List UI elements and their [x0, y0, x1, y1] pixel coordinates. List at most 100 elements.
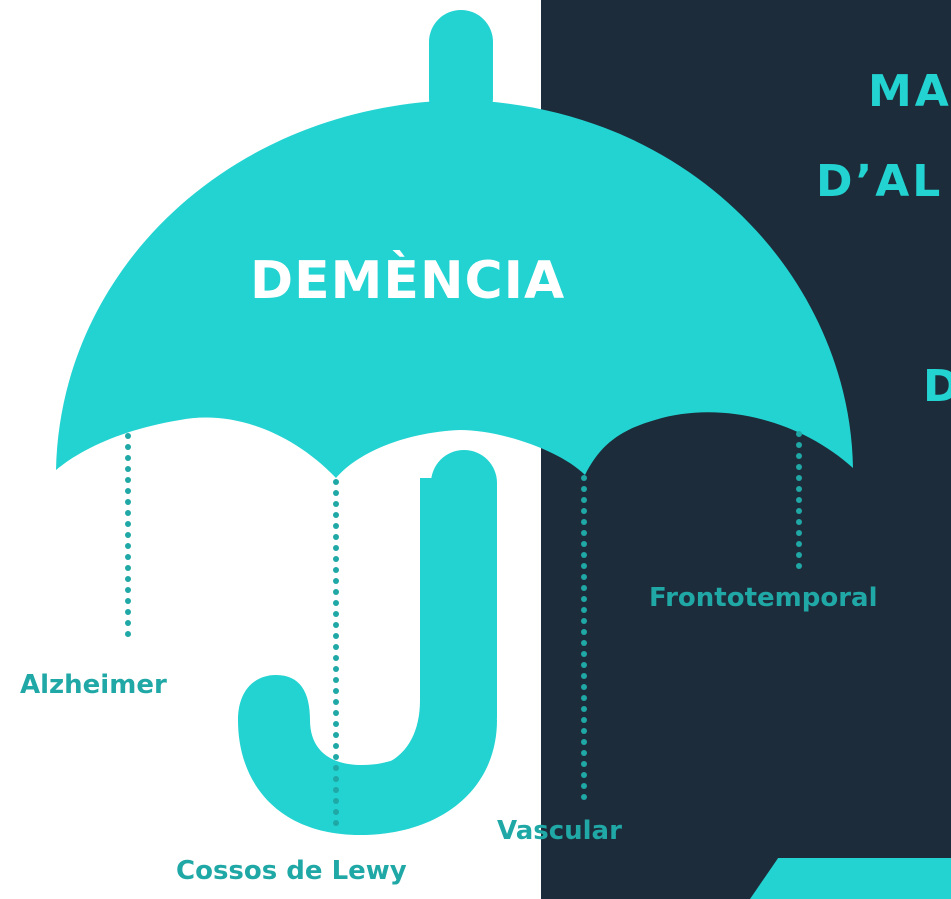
- connector-lewy-dot: [333, 644, 339, 650]
- connector-lewy-dot: [333, 688, 339, 694]
- connector-lewy-dot: [333, 633, 339, 639]
- connector-vascular-dot: [581, 596, 587, 602]
- connector-lewy-dot: [333, 655, 339, 661]
- connector-lewy-dot: [333, 798, 339, 804]
- connector-lewy-dot: [333, 501, 339, 507]
- connector-vascular-dot: [581, 640, 587, 646]
- umbrella-hook-curve: [238, 675, 497, 835]
- title-line-1: MA: [868, 66, 951, 117]
- type-label-lewy: Cossos de Lewy: [176, 856, 407, 886]
- connector-frontotemporal-dot: [796, 497, 802, 503]
- connector-lewy-dot: [333, 567, 339, 573]
- connector-lewy-dot: [333, 820, 339, 826]
- connector-vascular-dot: [581, 530, 587, 536]
- connector-alzheimer-dot: [125, 609, 131, 615]
- connector-vascular-dot: [581, 541, 587, 547]
- connector-vascular-dot: [581, 585, 587, 591]
- connector-vascular-dot: [581, 629, 587, 635]
- connector-vascular-dot: [581, 717, 587, 723]
- connector-lewy-dot: [333, 600, 339, 606]
- connector-lewy-dot: [333, 754, 339, 760]
- connector-vascular-dot: [581, 475, 587, 481]
- connector-lewy-dot: [333, 556, 339, 562]
- type-label-frontotemporal: Frontotemporal: [649, 583, 878, 613]
- connector-lewy-dot: [333, 776, 339, 782]
- connector-alzheimer-dot: [125, 477, 131, 483]
- connector-alzheimer-dot: [125, 565, 131, 571]
- umbrella-hook-shaft: [431, 450, 497, 750]
- connector-vascular-dot: [581, 794, 587, 800]
- connector-vascular-dot: [581, 519, 587, 525]
- connector-frontotemporal-dot: [796, 464, 802, 470]
- dotted-connectors: [125, 431, 802, 826]
- connector-lewy-dot: [333, 787, 339, 793]
- connector-lewy-dot: [333, 490, 339, 496]
- connector-lewy-dot: [333, 710, 339, 716]
- connector-vascular-dot: [581, 739, 587, 745]
- connector-vascular-dot: [581, 574, 587, 580]
- connector-frontotemporal-dot: [796, 486, 802, 492]
- connector-vascular-dot: [581, 497, 587, 503]
- decorative-teal-tab: [750, 858, 951, 899]
- connector-frontotemporal-dot: [796, 530, 802, 536]
- connector-lewy: [333, 479, 339, 826]
- connector-lewy-dot: [333, 809, 339, 815]
- connector-alzheimer-dot: [125, 444, 131, 450]
- connector-alzheimer-dot: [125, 466, 131, 472]
- connector-frontotemporal-dot: [796, 563, 802, 569]
- title-line-2: D’AL: [816, 156, 944, 207]
- connector-vascular-dot: [581, 552, 587, 558]
- connector-frontotemporal-dot: [796, 453, 802, 459]
- connector-lewy-dot: [333, 677, 339, 683]
- connector-alzheimer-dot: [125, 576, 131, 582]
- connector-frontotemporal-dot: [796, 552, 802, 558]
- connector-lewy-dot: [333, 743, 339, 749]
- connector-alzheimer: [125, 433, 131, 637]
- connector-lewy-dot: [333, 622, 339, 628]
- connector-frontotemporal-dot: [796, 475, 802, 481]
- connector-vascular-dot: [581, 607, 587, 613]
- connector-vascular-dot: [581, 750, 587, 756]
- connector-frontotemporal-dot: [796, 541, 802, 547]
- connector-vascular-dot: [581, 563, 587, 569]
- connector-frontotemporal-dot: [796, 431, 802, 437]
- connector-frontotemporal: [796, 431, 802, 569]
- connector-vascular-dot: [581, 706, 587, 712]
- connector-vascular-dot: [581, 486, 587, 492]
- connector-vascular-dot: [581, 662, 587, 668]
- connector-lewy-dot: [333, 534, 339, 540]
- type-label-vascular: Vascular: [497, 816, 622, 846]
- umbrella-dementia-label: DEMÈNCIA: [250, 251, 566, 311]
- connector-lewy-dot: [333, 479, 339, 485]
- type-label-alzheimer: Alzheimer: [20, 670, 167, 700]
- connector-vascular-dot: [581, 618, 587, 624]
- connector-alzheimer-dot: [125, 554, 131, 560]
- connector-lewy-dot: [333, 732, 339, 738]
- connector-vascular-dot: [581, 783, 587, 789]
- umbrella-top-handle: [429, 10, 493, 130]
- connector-frontotemporal-dot: [796, 519, 802, 525]
- connector-vascular-dot: [581, 772, 587, 778]
- connector-frontotemporal-dot: [796, 508, 802, 514]
- connector-lewy-dot: [333, 512, 339, 518]
- connector-lewy-dot: [333, 589, 339, 595]
- connector-alzheimer-dot: [125, 521, 131, 527]
- connector-alzheimer-dot: [125, 598, 131, 604]
- connector-alzheimer-dot: [125, 631, 131, 637]
- connector-vascular-dot: [581, 673, 587, 679]
- connector-vascular-dot: [581, 508, 587, 514]
- connector-alzheimer-dot: [125, 543, 131, 549]
- title-line-3: D: [923, 361, 951, 412]
- connector-frontotemporal-dot: [796, 442, 802, 448]
- connector-vascular-dot: [581, 728, 587, 734]
- connector-alzheimer-dot: [125, 532, 131, 538]
- umbrella-canopy: [56, 100, 853, 478]
- connector-alzheimer-dot: [125, 455, 131, 461]
- connector-alzheimer-dot: [125, 620, 131, 626]
- connector-vascular-dot: [581, 684, 587, 690]
- connector-lewy-dot: [333, 721, 339, 727]
- connector-lewy-dot: [333, 523, 339, 529]
- connector-lewy-dot: [333, 765, 339, 771]
